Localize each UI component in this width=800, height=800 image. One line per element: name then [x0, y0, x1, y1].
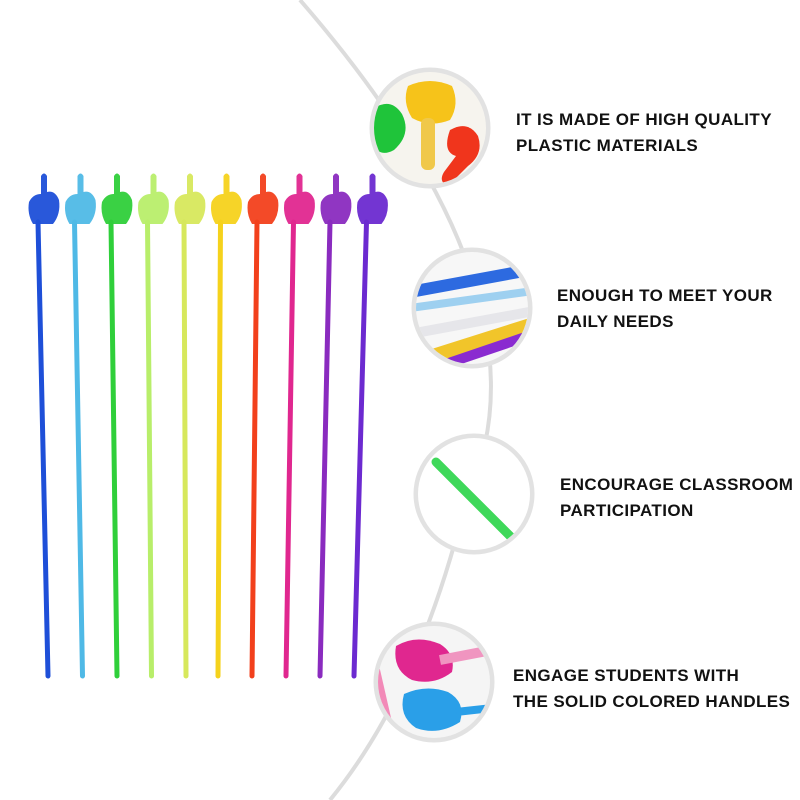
green-stick-icon	[418, 438, 530, 550]
thumbnail-3	[413, 433, 535, 555]
feature-4-line-1: ENGAGE STUDENTS WITH	[513, 666, 740, 685]
pointer-stick-green	[108, 219, 120, 679]
thumbnail-2	[411, 247, 533, 369]
pointer-hand-blue-icon	[28, 173, 60, 224]
pointer-heads-icon	[374, 72, 486, 184]
pointer-stick-red	[249, 219, 260, 679]
pointer-hand-yellow-icon	[211, 173, 242, 224]
pointer-sticks	[28, 173, 388, 679]
pointer-hand-sky-blue-icon	[65, 173, 96, 224]
pointer-hand-yellow-green-icon	[174, 173, 206, 224]
pointer-stick-blue	[35, 219, 51, 679]
feature-3-line-1: ENCOURAGE CLASSROOM	[560, 475, 794, 494]
pointer-hand-red-icon	[247, 173, 279, 224]
feature-1-line-2: PLASTIC MATERIALS	[516, 136, 699, 155]
pointer-hand-lime-icon	[138, 173, 169, 224]
feature-2-line-1: ENOUGH TO MEET YOUR	[557, 286, 773, 305]
pointer-stick-sky-blue	[72, 219, 85, 679]
feature-1-line-1: IT IS MADE OF HIGH QUALITY	[516, 110, 772, 129]
feature-3-line-2: PARTICIPATION	[560, 501, 694, 520]
feature-text-4: ENGAGE STUDENTS WITH THE SOLID COLORED H…	[513, 663, 790, 715]
pointer-stick-violet	[351, 219, 369, 679]
feature-text-2: ENOUGH TO MEET YOUR DAILY NEEDS	[557, 283, 773, 335]
pointer-hand-purple-icon	[320, 173, 352, 224]
feature-4-line-2: THE SOLID COLORED HANDLES	[513, 692, 791, 711]
pointer-hand-green-icon	[101, 173, 133, 224]
feature-2-line-2: DAILY NEEDS	[557, 312, 674, 331]
pointer-stick-yellow	[215, 219, 223, 679]
pointer-stick-magenta	[283, 219, 296, 679]
pointer-hand-magenta-icon	[284, 173, 315, 224]
pointer-stick-yellow-green	[181, 219, 189, 679]
pointer-stick-lime	[145, 219, 154, 679]
feature-text-3: ENCOURAGE CLASSROOM PARTICIPATION	[560, 472, 793, 524]
pointer-hand-violet-icon	[357, 173, 388, 224]
thumbnail-1	[369, 67, 491, 189]
pointer-sticks-icon	[416, 252, 528, 364]
thumbnail-4	[373, 621, 495, 743]
colored-handles-icon	[378, 626, 490, 738]
feature-text-1: IT IS MADE OF HIGH QUALITY PLASTIC MATER…	[516, 107, 772, 159]
pointer-stick-purple	[317, 219, 333, 679]
